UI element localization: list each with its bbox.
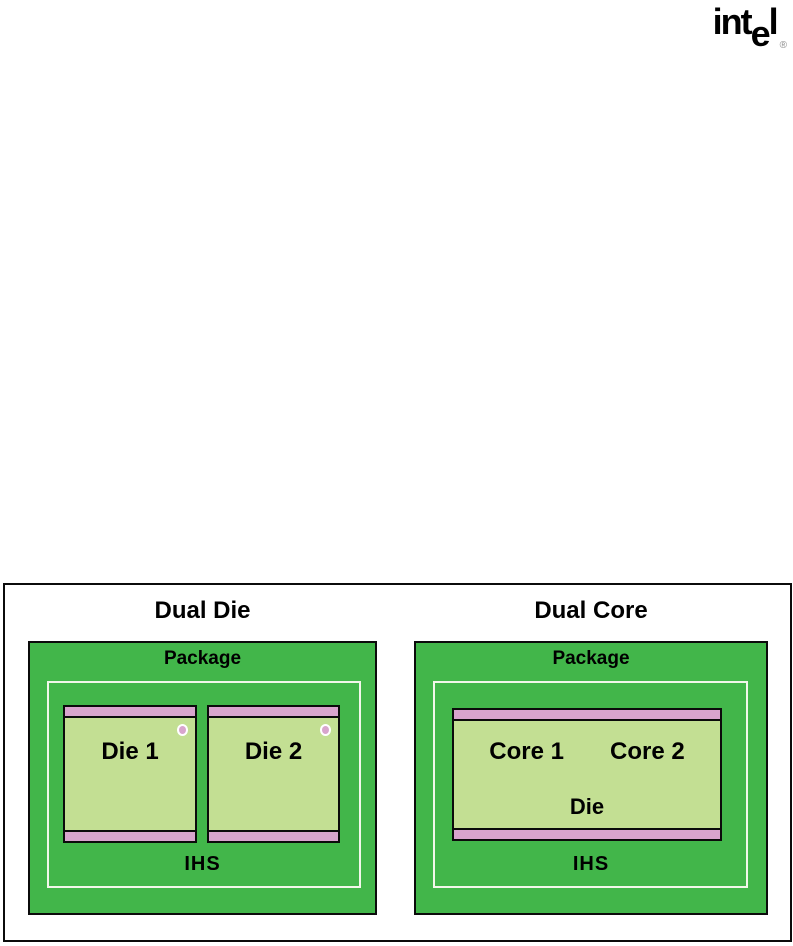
dual-die-title: Dual Die bbox=[154, 597, 251, 624]
die1-area: Die 1 bbox=[65, 718, 195, 830]
ihs-label: IHS bbox=[184, 853, 221, 875]
dual-die-package-box: Package Die 1 Die 2 IHS bbox=[28, 641, 377, 915]
shared-die-box: Core 1 Core 2 Die bbox=[452, 708, 722, 841]
die2-bottom-substrate-strip bbox=[209, 830, 338, 841]
die2-top-substrate-strip bbox=[209, 707, 338, 718]
intel-logo: intel® bbox=[712, 1, 787, 53]
registered-trademark-icon: ® bbox=[779, 40, 787, 51]
intel-logo-dropped-e: e bbox=[750, 13, 771, 54]
die1-label: Die 1 bbox=[101, 738, 159, 765]
core2-label: Core 2 bbox=[610, 738, 685, 765]
die-label: Die bbox=[569, 794, 605, 819]
dual-core-title: Dual Core bbox=[534, 597, 648, 624]
package-label: Package bbox=[552, 648, 630, 669]
ihs-outline bbox=[433, 681, 748, 888]
bullet-dot-icon bbox=[179, 726, 186, 734]
ihs-label: IHS bbox=[572, 853, 610, 875]
die2-label: Die 2 bbox=[244, 738, 303, 765]
die2-area: Die 2 bbox=[209, 718, 338, 830]
die1-top-substrate-strip bbox=[65, 707, 195, 718]
die2-box: Die 2 bbox=[207, 705, 340, 843]
die-bottom-substrate-strip bbox=[454, 828, 720, 839]
core-row: Core 1 Core 2 bbox=[454, 738, 720, 766]
core1-label: Core 1 bbox=[489, 738, 564, 765]
die1-box: Die 1 bbox=[63, 705, 197, 843]
die-top-substrate-strip bbox=[454, 710, 720, 721]
package-label: Package bbox=[163, 648, 242, 669]
die1-bottom-substrate-strip bbox=[65, 830, 195, 841]
bullet-dot-icon bbox=[322, 726, 329, 734]
dual-core-package-box: Package Core 1 Core 2 Die IHS bbox=[414, 641, 768, 915]
intel-logo-text-l: l bbox=[768, 1, 779, 42]
figure-frame: Dual Die Dual Core Package Die 1 Die 2 bbox=[3, 583, 792, 942]
intel-logo-text: int bbox=[712, 1, 753, 42]
ihs-outline bbox=[47, 681, 361, 888]
shared-die-area: Core 1 Core 2 Die bbox=[454, 721, 720, 828]
